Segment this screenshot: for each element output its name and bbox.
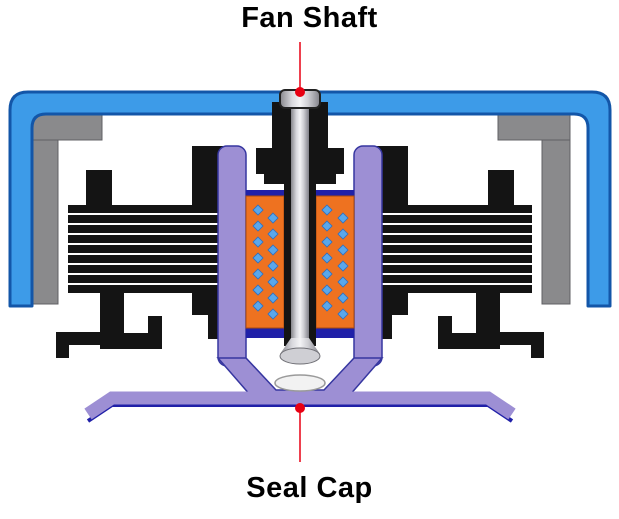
shaft-silver-rod [291, 94, 309, 346]
gray-frame-top-extension [29, 111, 103, 141]
navy-strip-top-left [246, 190, 284, 198]
bracket-foot [100, 333, 162, 349]
pointer-annotations [295, 42, 305, 462]
stator-tooth [86, 170, 112, 206]
stator-core [68, 205, 228, 293]
navy-strip-top-right [316, 190, 354, 198]
left-bearing [245, 195, 285, 329]
bracket-outer-tick [56, 332, 69, 358]
navy-strip-bottom-right [316, 326, 354, 338]
housing-right-wall [353, 145, 383, 367]
left-half-assembly [29, 111, 228, 358]
orange-bearings [245, 195, 355, 329]
base-flange [84, 391, 516, 420]
rod-bottom-head [279, 347, 321, 365]
stator-lower-brackets [56, 293, 226, 358]
navy-strip-bottom-left [246, 326, 284, 338]
purple-bearing-housing [84, 145, 516, 423]
blue-outer-casing [8, 90, 612, 308]
gray-frame-vertical-bar [29, 111, 59, 305]
fan-shaft-pointer-dot [295, 87, 305, 97]
seal-cap-label: Seal Cap [246, 472, 373, 504]
right-half-assembly-mirror [371, 111, 571, 359]
seal-cap [274, 374, 326, 392]
housing-left-wall [217, 145, 247, 367]
bracket-uptick [148, 316, 162, 334]
fan-shaft-label: Fan Shaft [241, 2, 378, 34]
seal-cap-pointer-dot [295, 403, 305, 413]
right-bearing [315, 195, 355, 329]
fan-shaft-assembly [256, 89, 344, 392]
navy-strips [246, 190, 354, 338]
stator-lamination-stack [68, 205, 228, 293]
